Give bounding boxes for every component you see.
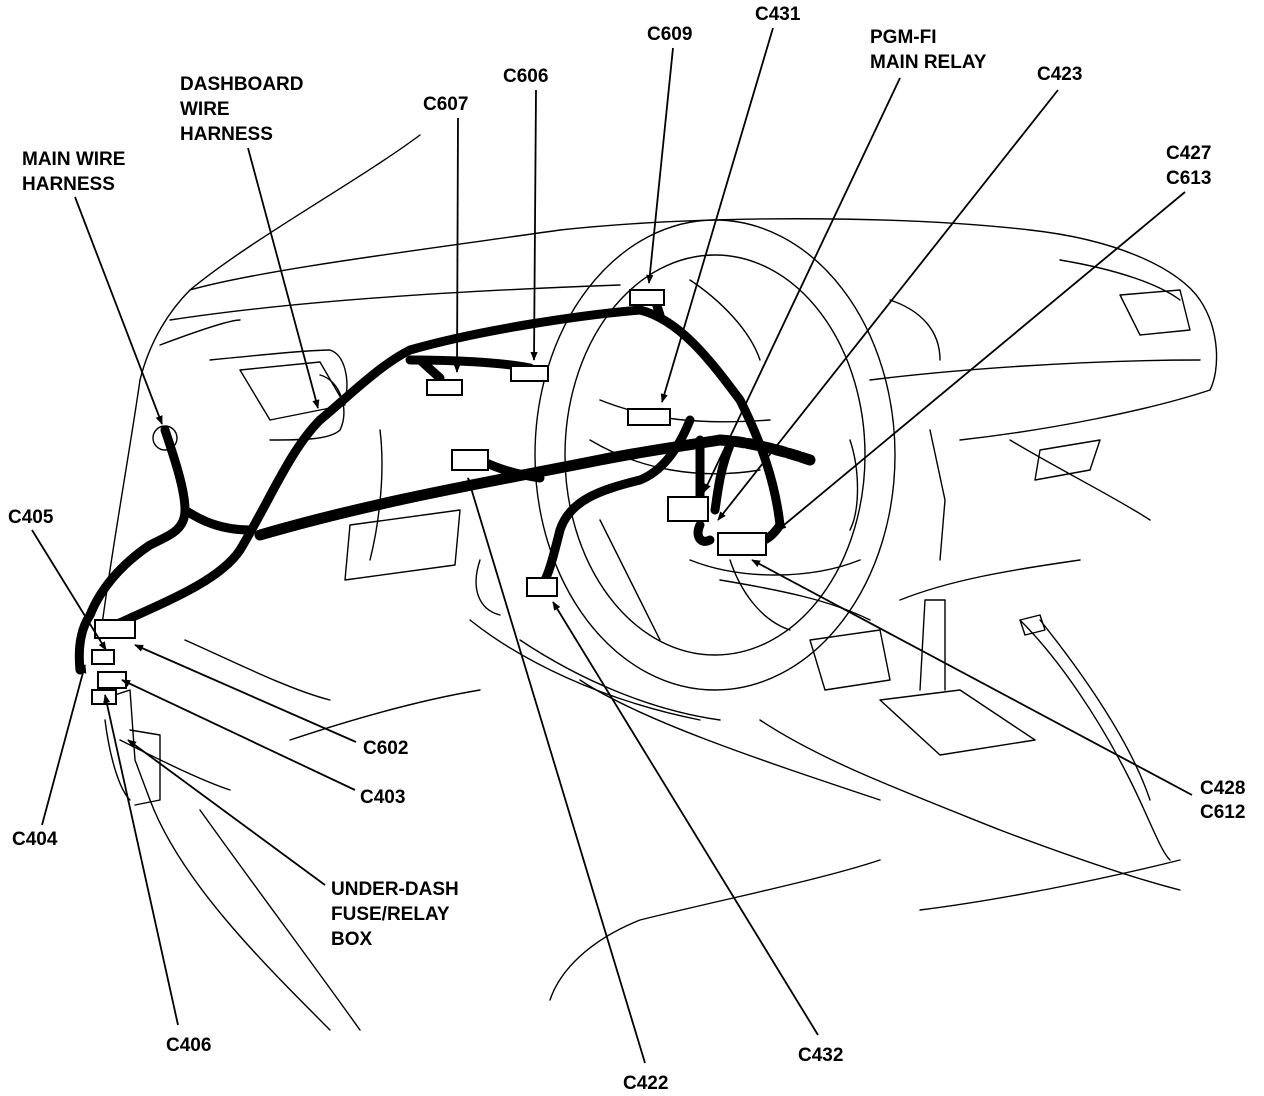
label-dashboard-wire-harness: DASHBOARD WIRE HARNESS: [180, 74, 309, 145]
dashboard-outline: [99, 134, 1218, 1031]
connectors: [91, 289, 767, 705]
label-c607: C607: [423, 94, 468, 115]
labels: MAIN WIRE HARNESS DASHBOARD WIRE HARNESS…: [8, 4, 1251, 1094]
label-c423: C423: [1037, 64, 1082, 85]
label-c609: C609: [647, 24, 692, 45]
label-c602: C602: [363, 738, 408, 759]
label-c606: C606: [503, 66, 548, 87]
label-c427-c613: C427 C613: [1166, 143, 1217, 189]
connector-c432: [526, 577, 558, 597]
connector-c403: [97, 671, 127, 689]
leader-lines: [31, 27, 1193, 1064]
steering-wheel: [534, 219, 896, 691]
connector-c431: [627, 408, 671, 426]
label-c422: C422: [623, 1073, 668, 1094]
connector-pgm-fi-main-relay: [667, 496, 709, 522]
connector-c422: [451, 449, 489, 471]
label-c431: C431: [755, 4, 801, 25]
label-c406: C406: [166, 1035, 211, 1056]
label-c403: C403: [360, 787, 405, 808]
connector-c607: [426, 379, 463, 396]
label-main-wire-harness: MAIN WIRE HARNESS: [22, 149, 131, 195]
label-c405: C405: [8, 507, 54, 528]
connector-c602: [94, 619, 136, 639]
label-c432: C432: [798, 1045, 843, 1066]
connector-c609: [629, 289, 665, 306]
dashboard-wire-harness-cable: [110, 295, 785, 630]
label-c404: C404: [12, 829, 58, 850]
label-c428-c612: C428 C612: [1200, 778, 1251, 823]
connector-c606: [510, 365, 549, 382]
label-pgm-fi-main-relay: PGM-FI MAIN RELAY: [870, 27, 987, 73]
connector-c428-c612: [717, 532, 767, 556]
main-wire-harness-cable: [74, 415, 816, 675]
connector-c405: [91, 649, 115, 665]
grommet: [152, 425, 178, 451]
connector-c406: [91, 689, 117, 705]
label-under-dash-fuse-relay-box: UNDER-DASH FUSE/RELAY BOX: [331, 879, 464, 950]
